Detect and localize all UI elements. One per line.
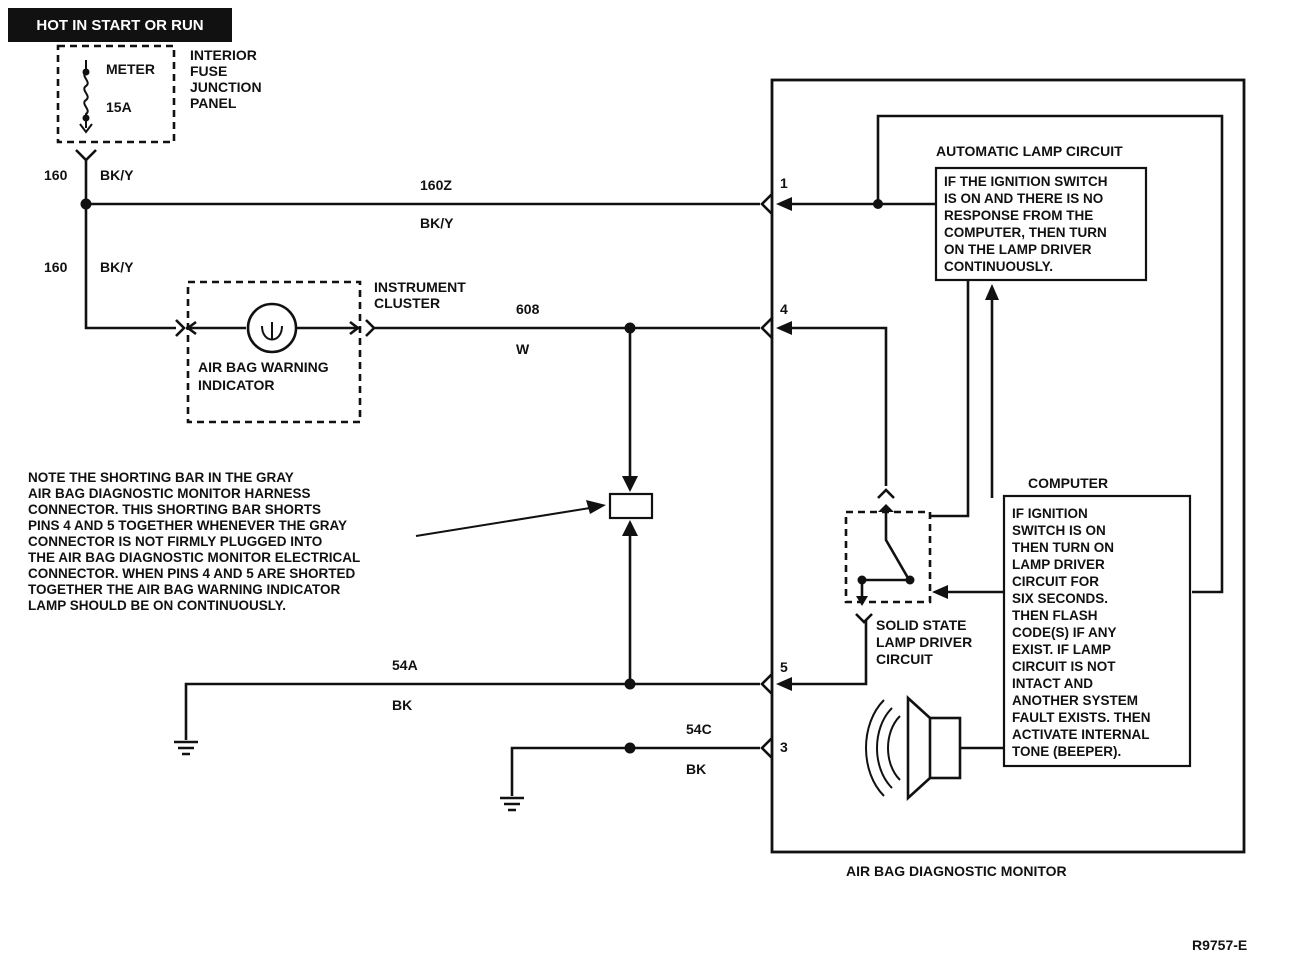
figure-id: R9757-E bbox=[1192, 937, 1247, 953]
auto-lamp-line-4: COMPUTER, THEN TURN bbox=[944, 225, 1107, 240]
splice-54a bbox=[624, 678, 636, 690]
cluster-line-2: CLUSTER bbox=[374, 295, 440, 311]
w608-color: W bbox=[516, 341, 530, 357]
computer-line-12: ANOTHER SYSTEM bbox=[1012, 693, 1138, 708]
w160-lower-circuit: 160 bbox=[44, 259, 68, 275]
computer-line-7: THEN FLASH bbox=[1012, 608, 1098, 623]
panel-line-2: FUSE bbox=[190, 63, 227, 79]
w54a-color: BK bbox=[392, 697, 412, 713]
indicator-line-1: AIR BAG WARNING bbox=[198, 359, 329, 375]
computer-line-11: INTACT AND bbox=[1012, 676, 1093, 691]
note-line-4: PINS 4 AND 5 TOGETHER WHENEVER THE GRAY bbox=[28, 518, 347, 533]
ground-icon bbox=[500, 796, 524, 812]
note-line-6: THE AIR BAG DIAGNOSTIC MONITOR ELECTRICA… bbox=[28, 550, 360, 565]
computer-line-3: THEN TURN ON bbox=[1012, 540, 1114, 555]
auto-lamp-line-5: ON THE LAMP DRIVER bbox=[944, 242, 1092, 257]
ground-icon bbox=[174, 740, 198, 756]
w160-top-circuit: 160 bbox=[44, 167, 68, 183]
computer-line-15: TONE (BEEPER). bbox=[1012, 744, 1121, 759]
auto-lamp-line-1: IF THE IGNITION SWITCH bbox=[944, 174, 1108, 189]
note-line-8: TOGETHER THE AIR BAG WARNING INDICATOR bbox=[28, 582, 341, 597]
panel-line-4: PANEL bbox=[190, 95, 237, 111]
pin-4: 4 bbox=[780, 301, 788, 317]
shorting-bar-note: NOTE THE SHORTING BAR IN THE GRAY AIR BA… bbox=[28, 470, 606, 613]
auto-lamp-title: AUTOMATIC LAMP CIRCUIT bbox=[936, 143, 1123, 159]
panel-line-3: JUNCTION bbox=[190, 79, 262, 95]
w160z-color: BK/Y bbox=[420, 215, 454, 231]
lamp-driver-line-1: SOLID STATE bbox=[876, 617, 966, 633]
splice-54c bbox=[624, 742, 636, 754]
instrument-cluster: AIR BAG WARNING INDICATOR INSTRUMENT CLU… bbox=[175, 279, 466, 424]
hot-label-box bbox=[8, 8, 232, 42]
computer-line-10: CIRCUIT IS NOT bbox=[1012, 659, 1116, 674]
computer-line-9: EXIST. IF LAMP bbox=[1012, 642, 1111, 657]
fuse-rating: 15A bbox=[106, 99, 132, 115]
fuse-junction-panel: METER 15A INTERIOR FUSE JUNCTION PANEL bbox=[56, 44, 262, 144]
cluster-line-1: INSTRUMENT bbox=[374, 279, 466, 295]
pin-5: 5 bbox=[780, 659, 788, 675]
auto-lamp-line-2: IS ON AND THERE IS NO bbox=[944, 191, 1103, 206]
hot-label: HOT IN START OR RUN bbox=[36, 17, 203, 34]
w54a-circuit: 54A bbox=[392, 657, 418, 673]
lamp-driver-circuit: SOLID STATE LAMP DRIVER CIRCUIT bbox=[776, 280, 972, 691]
note-pointer-arrow bbox=[415, 507, 591, 537]
note-line-3: CONNECTOR. THIS SHORTING BAR SHORTS bbox=[28, 502, 321, 517]
w160z-circuit: 160Z bbox=[420, 177, 452, 193]
computer-line-6: SIX SECONDS. bbox=[1012, 591, 1108, 606]
pin-3: 3 bbox=[780, 739, 788, 755]
note-line-2: AIR BAG DIAGNOSTIC MONITOR HARNESS bbox=[28, 486, 311, 501]
note-line-9: LAMP SHOULD BE ON CONTINUOUSLY. bbox=[28, 598, 286, 613]
lamp-driver-line-2: LAMP DRIVER bbox=[876, 634, 972, 650]
w54c-color: BK bbox=[686, 761, 706, 777]
computer-block: COMPUTER IF IGNITION SWITCH IS ON THEN T… bbox=[1002, 475, 1192, 768]
fuse-name: METER bbox=[106, 61, 155, 77]
computer-line-8: CODE(S) IF ANY bbox=[1012, 625, 1117, 640]
w160-lower-color: BK/Y bbox=[100, 259, 134, 275]
pin-1: 1 bbox=[780, 175, 788, 191]
indicator-line-2: INDICATOR bbox=[198, 377, 274, 393]
auto-lamp-line-3: RESPONSE FROM THE bbox=[944, 208, 1093, 223]
w160-top-color: BK/Y bbox=[100, 167, 134, 183]
computer-line-5: CIRCUIT FOR bbox=[1012, 574, 1099, 589]
note-line-7: CONNECTOR. WHEN PINS 4 AND 5 ARE SHORTED bbox=[28, 566, 356, 581]
note-line-1: NOTE THE SHORTING BAR IN THE GRAY bbox=[28, 470, 294, 485]
note-line-5: CONNECTOR IS NOT FIRMLY PLUGGED INTO bbox=[28, 534, 322, 549]
w608-circuit: 608 bbox=[516, 301, 540, 317]
automatic-lamp-circuit: AUTOMATIC LAMP CIRCUIT IF THE IGNITION S… bbox=[934, 143, 1148, 282]
fuse-icon bbox=[83, 60, 89, 128]
beeper-speaker-icon bbox=[865, 695, 1004, 801]
shorting-bar bbox=[608, 492, 654, 520]
computer-title: COMPUTER bbox=[1028, 475, 1108, 491]
computer-line-4: LAMP DRIVER bbox=[1012, 557, 1105, 572]
panel-line-1: INTERIOR bbox=[190, 47, 257, 63]
computer-line-2: SWITCH IS ON bbox=[1012, 523, 1106, 538]
w54c-circuit: 54C bbox=[686, 721, 712, 737]
computer-line-14: ACTIVATE INTERNAL bbox=[1012, 727, 1150, 742]
monitor-title: AIR BAG DIAGNOSTIC MONITOR bbox=[846, 863, 1067, 879]
computer-line-13: FAULT EXISTS. THEN bbox=[1012, 710, 1151, 725]
lamp-driver-line-3: CIRCUIT bbox=[876, 651, 933, 667]
diagnostic-monitor-box bbox=[770, 78, 1246, 854]
computer-line-1: IF IGNITION bbox=[1012, 506, 1088, 521]
auto-lamp-line-6: CONTINUOUSLY. bbox=[944, 259, 1053, 274]
